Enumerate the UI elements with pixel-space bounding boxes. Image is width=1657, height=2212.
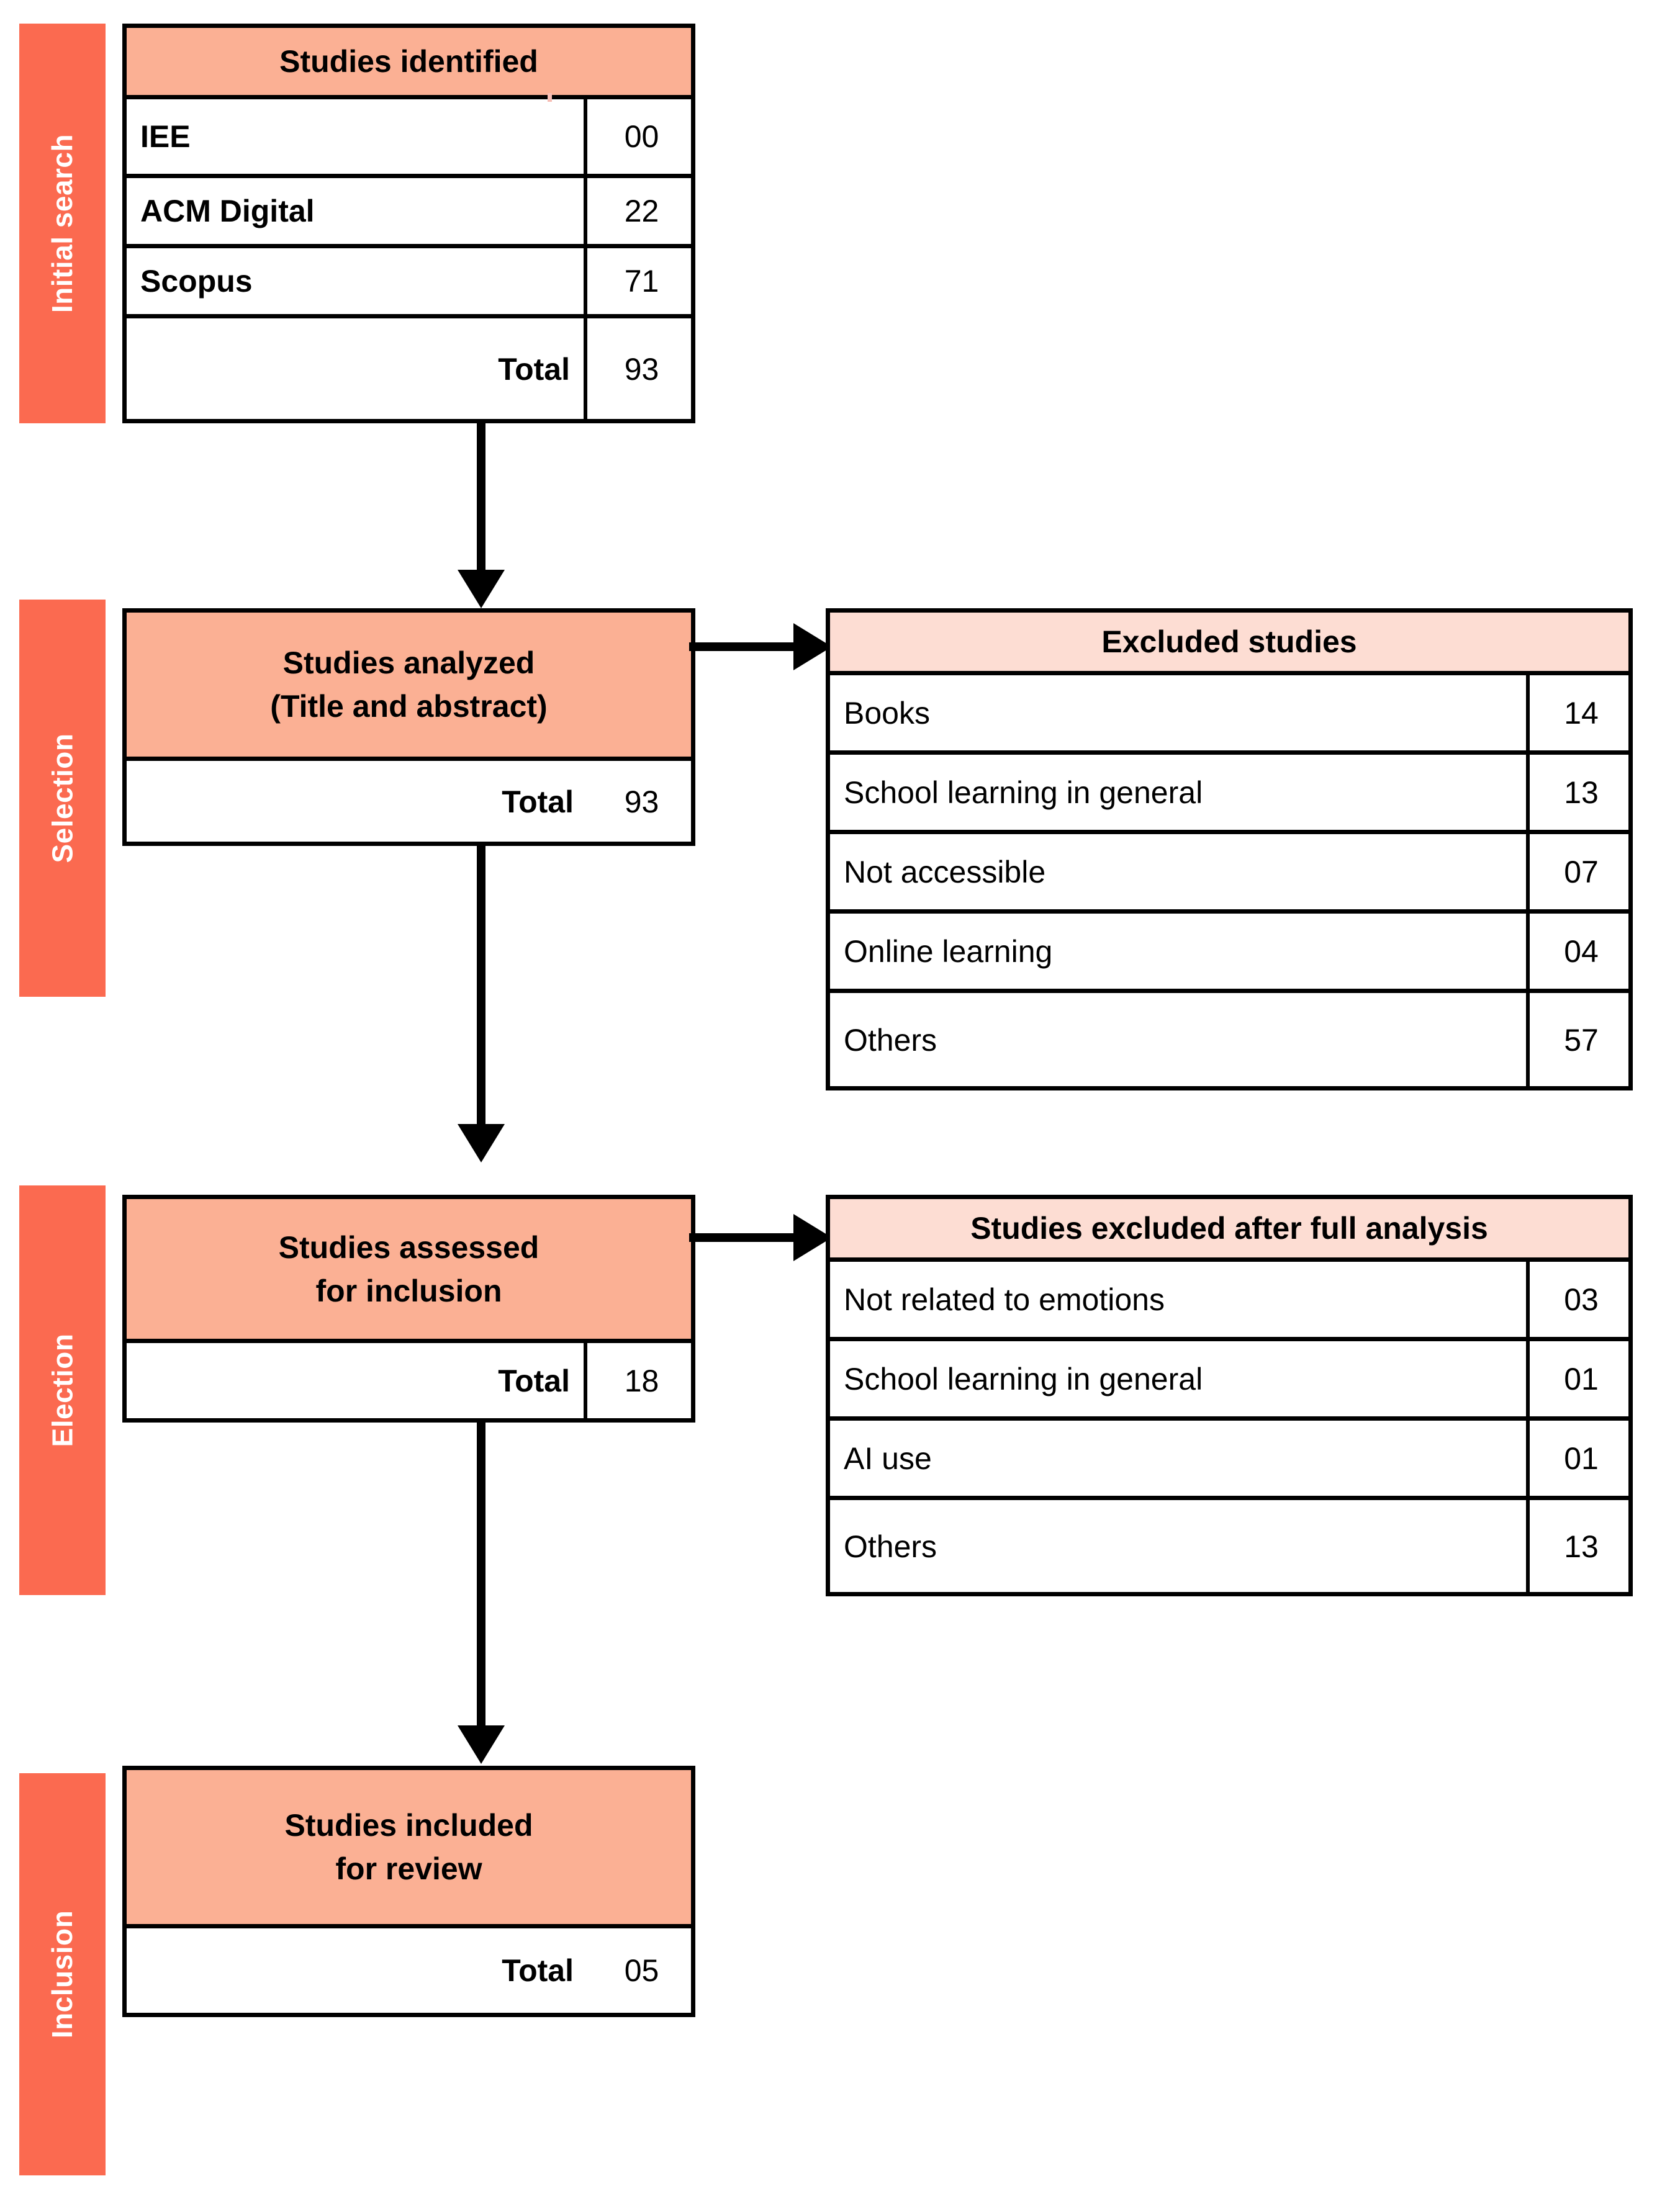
exclusion-reason: AI use [844,1441,932,1476]
image-artifact-speck [548,93,552,102]
connector-analyzed-to-excluded [689,642,798,651]
studies-assessed-title-line2: for inclusion [315,1273,502,1308]
row-divider [830,750,1628,755]
source-label: ACM Digital [140,194,315,228]
stage-label-initial-search: Initial search [46,133,79,313]
exclusion-reason: School learning in general [844,1361,1203,1396]
studies-analyzed-title: Studies analyzed (Title and abstract) [127,613,691,757]
excluded-studies-title: Excluded studies [830,613,1628,671]
exclusion-count: 03 [1564,1282,1599,1317]
total-label: Total [498,1364,570,1398]
column-divider [584,1339,587,1419]
stage-bar-selection: Selection [19,600,106,997]
exclusion-reason: Not accessible [844,854,1046,889]
row-divider [830,1416,1628,1421]
stage-bar-inclusion: Inclusion [19,1773,106,2175]
studies-included-title-line2: for review [335,1851,482,1886]
stage-bar-election: Election [19,1185,106,1595]
exclusion-count: 01 [1564,1441,1599,1476]
total-value: 05 [624,1953,659,1988]
row-divider [127,95,691,99]
exclusion-reason: Online learning [844,933,1053,969]
source-count: 00 [624,119,659,154]
column-divider [584,95,587,420]
total-label: Total [502,1953,574,1988]
row-divider [127,244,691,248]
row-divider [830,1257,1628,1262]
excluded-studies-table: Excluded studies Books 14 School learnin… [826,608,1633,1090]
exclusion-count: 13 [1564,1529,1599,1564]
exclusion-reason: School learning in general [844,775,1203,810]
studies-included-box: Studies included for review Total 05 [122,1766,695,2017]
exclusion-reason: Others [844,1529,937,1564]
row-divider [830,909,1628,914]
studies-assessed-title-line1: Studies assessed [278,1230,540,1265]
total-label: Total [498,351,570,387]
row-divider [127,757,691,761]
stage-label-inclusion: Inclusion [46,1910,79,2039]
arrow-down-icon [458,570,505,608]
exclusion-reason: Not related to emotions [844,1282,1165,1317]
stage-label-selection: Selection [46,733,79,863]
studies-analyzed-box: Studies analyzed (Title and abstract) To… [122,608,695,846]
studies-assessed-box: Studies assessed for inclusion Total 18 [122,1195,695,1423]
exclusion-count: 14 [1564,695,1599,731]
studies-analyzed-title-line2: (Title and abstract) [270,689,548,724]
studies-assessed-title: Studies assessed for inclusion [127,1199,691,1339]
stage-label-election: Election [46,1333,79,1447]
connector-assessed-to-excluded-full [689,1233,798,1242]
total-label: Total [502,784,574,819]
exclusion-reason: Books [844,695,930,731]
studies-included-title: Studies included for review [127,1770,691,1924]
connector-assessed-to-included [477,1423,485,1728]
arrow-right-icon [793,1214,832,1261]
exclusion-count: 04 [1564,933,1599,969]
row-divider [830,1337,1628,1341]
total-value: 93 [624,784,659,819]
total-value: 93 [624,351,659,387]
arrow-down-icon [458,1725,505,1764]
source-count: 71 [624,264,659,299]
total-value: 18 [624,1364,659,1398]
source-label: Scopus [140,264,253,299]
source-label: IEE [140,119,191,154]
studies-identified-box: Studies identified IEE 00 ACM Digital 22… [122,24,695,423]
row-divider [830,671,1628,675]
arrow-right-icon [793,623,832,670]
exclusion-count: 07 [1564,854,1599,889]
arrow-down-icon [458,1124,505,1162]
excluded-after-full-analysis-title: Studies excluded after full analysis [830,1199,1628,1257]
row-divider [830,1496,1628,1500]
studies-included-title-line1: Studies included [284,1808,533,1843]
exclusion-count: 57 [1564,1022,1599,1058]
row-divider [127,1339,691,1343]
row-divider [127,1924,691,1928]
stage-bar-initial-search: Initial search [19,24,106,423]
column-divider [1526,1257,1530,1593]
row-divider [127,174,691,178]
column-divider [1526,671,1530,1087]
row-divider [830,989,1628,993]
row-divider [127,314,691,318]
exclusion-reason: Others [844,1022,937,1058]
connector-analyzed-to-assessed [477,846,485,1126]
exclusion-count: 13 [1564,775,1599,810]
studies-identified-title: Studies identified [127,28,691,95]
exclusion-count: 01 [1564,1361,1599,1396]
studies-analyzed-title-line1: Studies analyzed [282,645,535,680]
excluded-after-full-analysis-table: Studies excluded after full analysis Not… [826,1195,1633,1596]
source-count: 22 [624,194,659,228]
row-divider [830,830,1628,834]
connector-identified-to-analyzed [477,423,485,572]
